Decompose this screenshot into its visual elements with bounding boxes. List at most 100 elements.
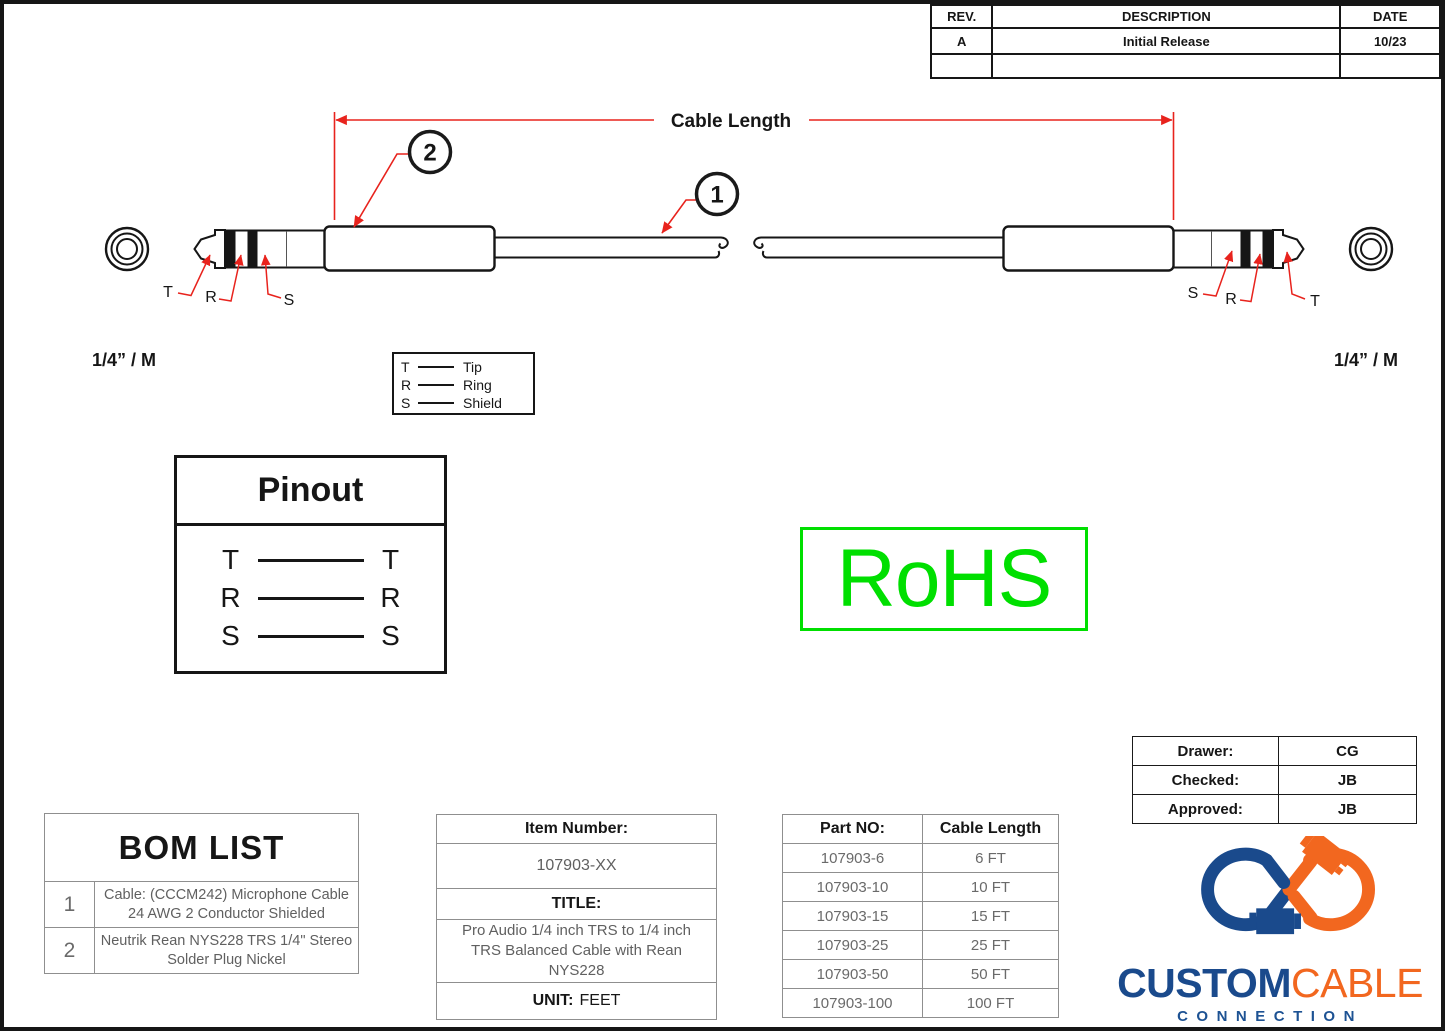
pinout-right-letter: R xyxy=(380,582,401,613)
title-label: TITLE: xyxy=(437,888,716,919)
logo-connection-text: CONNECTION xyxy=(1177,1008,1363,1025)
legend-key: R xyxy=(401,377,412,393)
left-sleeve-label: S xyxy=(284,292,295,309)
legend-row-tip: T Tip xyxy=(401,358,533,376)
revision-rev: A xyxy=(929,27,994,55)
approval-value: CG xyxy=(1277,736,1418,766)
pinout-title: Pinout xyxy=(177,458,444,526)
legend-row-shield: S Shield xyxy=(401,394,533,412)
part-no: 107903-25 xyxy=(783,931,923,959)
approval-label: Drawer: xyxy=(1132,736,1279,766)
left-plug-drawing xyxy=(104,225,496,272)
pinout-row-ring: R R xyxy=(177,579,444,617)
bom-title: BOM LIST xyxy=(118,828,285,866)
right-sleeve-label: S xyxy=(1188,285,1199,302)
revision-rev xyxy=(929,53,994,79)
infinity-cable-icon xyxy=(1201,831,1375,935)
approval-row-checked: Checked: JB xyxy=(1132,765,1418,795)
part-table-row: 107903-15 15 FT xyxy=(783,901,1058,930)
approval-label: Checked: xyxy=(1132,765,1279,795)
part-no: 107903-100 xyxy=(783,989,923,1017)
legend-value: Ring xyxy=(463,377,492,393)
cable-length-label: Cable Length xyxy=(671,111,791,132)
part-no: 107903-10 xyxy=(783,873,923,901)
cable-right-segment xyxy=(753,236,1004,259)
callout-2: 2 xyxy=(353,129,453,228)
approval-row-drawer: Drawer: CG xyxy=(1132,736,1418,766)
pinout-left-letter: R xyxy=(220,582,241,613)
part-no-header: Part NO: xyxy=(783,815,923,843)
rohs-badge: RoHS xyxy=(800,527,1088,631)
pinout-wire xyxy=(257,596,364,600)
approval-row-approved: Approved: JB xyxy=(1132,794,1418,824)
legend-key: S xyxy=(401,395,411,411)
part-number-table: Part NO: Cable Length 107903-6 6 FT 1079… xyxy=(782,814,1059,1018)
item-number-value: 107903-XX xyxy=(437,843,716,888)
item-info-table: Item Number: 107903-XX TITLE: Pro Audio … xyxy=(436,814,717,1020)
pinout-body: T T R R S S xyxy=(177,526,444,655)
right-tip-label: T xyxy=(1310,293,1320,310)
bom-item-number: 2 xyxy=(45,928,95,973)
revision-row-empty xyxy=(929,53,1441,79)
cable-length-header: Cable Length xyxy=(939,820,1042,837)
trs-legend: T Tip R Ring S Shield xyxy=(392,352,535,415)
right-plug-drawing xyxy=(1002,225,1394,272)
unit-row: UNIT: FEET xyxy=(437,982,716,1019)
legend-value: Tip xyxy=(463,359,482,375)
approval-label: Approved: xyxy=(1132,794,1279,824)
part-no: 107903-6 xyxy=(783,844,923,872)
part-table-row: 107903-50 50 FT xyxy=(783,959,1058,988)
logo-wordmark: CUSTOMCABLE xyxy=(1092,960,1441,1006)
right-trs-labels: S R T xyxy=(1188,250,1320,310)
left-connector-label: 1/4” / M xyxy=(92,350,156,370)
title-value: Pro Audio 1/4 inch TRS to 1/4 inch TRS B… xyxy=(437,919,716,982)
bom-row: 1 Cable: (CCCM242) Microphone Cable 24 A… xyxy=(45,881,358,927)
cable-length: 100 FT xyxy=(966,994,1015,1012)
pinout-box: Pinout T T R R S S xyxy=(174,455,447,674)
pinout-left-letter: T xyxy=(221,544,240,575)
pinout-wire xyxy=(257,558,364,562)
company-logo: CUSTOMCABLE CONNECTION xyxy=(1092,831,1441,1025)
orange-plug-icon xyxy=(1299,831,1350,876)
cable-left-segment xyxy=(494,236,729,259)
part-table-row: 107903-100 100 FT xyxy=(783,988,1058,1017)
unit-value: FEET xyxy=(579,992,621,1009)
part-no: 107903-50 xyxy=(783,960,923,988)
right-connector-label: 1/4” / M xyxy=(1334,350,1398,370)
part-table-row: 107903-6 6 FT xyxy=(783,843,1058,872)
logo-custom-text: CUSTOM xyxy=(1117,960,1291,1006)
legend-dash xyxy=(418,402,454,404)
revision-date: 10/23 xyxy=(1339,27,1441,55)
bom-table: BOM LIST 1 Cable: (CCCM242) Microphone C… xyxy=(44,813,359,974)
legend-dash xyxy=(418,384,454,386)
approval-value: JB xyxy=(1277,794,1418,824)
legend-dash xyxy=(418,366,454,368)
callout-2-number: 2 xyxy=(423,140,436,167)
part-no: 107903-15 xyxy=(783,902,923,930)
approval-value: JB xyxy=(1277,765,1418,795)
part-table-row: 107903-10 10 FT xyxy=(783,872,1058,901)
revision-description: Initial Release xyxy=(991,27,1342,55)
revision-date xyxy=(1339,53,1441,79)
pinout-row-tip: T T xyxy=(177,541,444,579)
left-trs-labels: T R S xyxy=(163,254,295,309)
unit-label: UNIT: xyxy=(532,992,574,1009)
approvals-table: Drawer: CG Checked: JB Approved: JB xyxy=(1132,736,1418,824)
part-table-header: Part NO: Cable Length xyxy=(783,815,1058,843)
revision-header-rev: REV. xyxy=(929,4,994,29)
revision-header-row: REV. DESCRIPTION DATE xyxy=(929,4,1441,29)
pinout-right-letter: S xyxy=(381,620,400,651)
bom-row: 2 Neutrik Rean NYS228 TRS 1/4" Stereo So… xyxy=(45,927,358,973)
pinout-left-letter: S xyxy=(221,620,240,651)
item-number-label: Item Number: xyxy=(524,820,629,837)
cable-length: 6 FT xyxy=(975,849,1006,867)
pinout-wire xyxy=(257,634,364,638)
revision-row: A Initial Release 10/23 xyxy=(929,27,1441,55)
callout-1: 1 xyxy=(661,171,740,234)
revision-table: REV. DESCRIPTION DATE A Initial Release … xyxy=(929,4,1441,79)
callout-1-number: 1 xyxy=(710,182,723,209)
left-ring-label: R xyxy=(205,289,217,306)
cable-length: 10 FT xyxy=(970,878,1011,896)
right-ring-label: R xyxy=(1225,291,1237,308)
